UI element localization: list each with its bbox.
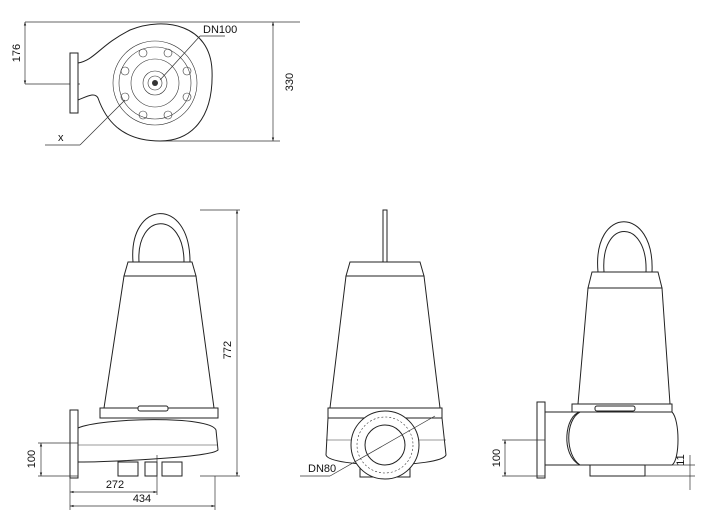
side-view-left: 772 100 272 434 <box>26 209 240 510</box>
bolt-ring <box>112 40 198 126</box>
dim-11: 11 <box>675 454 687 465</box>
dim-330: 330 <box>284 73 296 91</box>
front-view: DN80 <box>300 209 447 480</box>
motor-body <box>103 275 215 409</box>
volute-outline <box>77 23 213 142</box>
pump-housing <box>77 419 219 463</box>
top-view: 176 330 DN100 x <box>11 21 300 146</box>
lifting-handle <box>132 213 191 263</box>
dim-272: 272 <box>106 479 124 491</box>
motor-body <box>329 275 441 409</box>
label-dn100: DN100 <box>203 24 237 36</box>
lifting-handle <box>597 221 653 273</box>
outlet-flange <box>69 52 79 114</box>
dim-176: 176 <box>11 44 23 62</box>
cable <box>382 209 388 263</box>
dim-100: 100 <box>26 450 38 468</box>
label-x: x <box>58 132 64 144</box>
label-dn80: DN80 <box>308 463 336 475</box>
motor-body <box>577 287 671 405</box>
side-view-right: 100 11 <box>491 221 695 490</box>
dim-772: 772 <box>222 341 234 359</box>
dim-100-right: 100 <box>491 449 503 467</box>
dim-434: 434 <box>133 493 151 505</box>
pump-housing <box>568 411 679 466</box>
outlet-flange <box>69 409 79 479</box>
